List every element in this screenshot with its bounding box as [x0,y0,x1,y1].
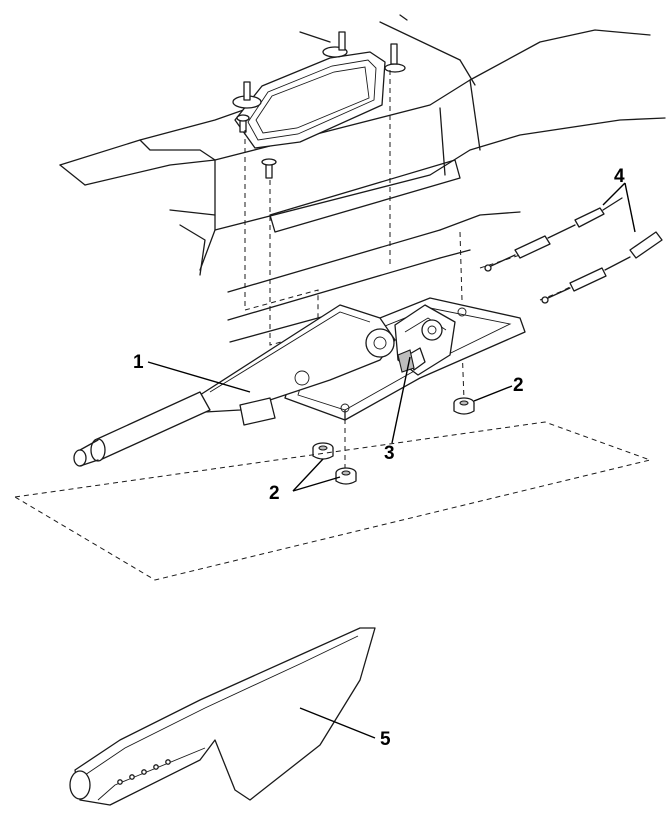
callout-3: 3 [384,443,395,464]
handbrake-lever [73,304,396,467]
cover-placement-outline [13,421,652,581]
brake-cables [484,197,663,304]
callout-4: 4 [614,166,625,187]
leader-lines [147,182,636,739]
mounting-nuts [312,397,475,485]
callout-2-right: 2 [513,375,524,396]
floor-tunnel [59,14,666,343]
lever-cover [69,627,376,806]
boot-frame [232,46,406,149]
callout-2-bottom: 2 [269,483,280,504]
callout-1: 1 [133,352,144,373]
grip-holes [117,759,171,785]
stud-bolts [236,31,398,179]
callout-5: 5 [380,729,391,750]
